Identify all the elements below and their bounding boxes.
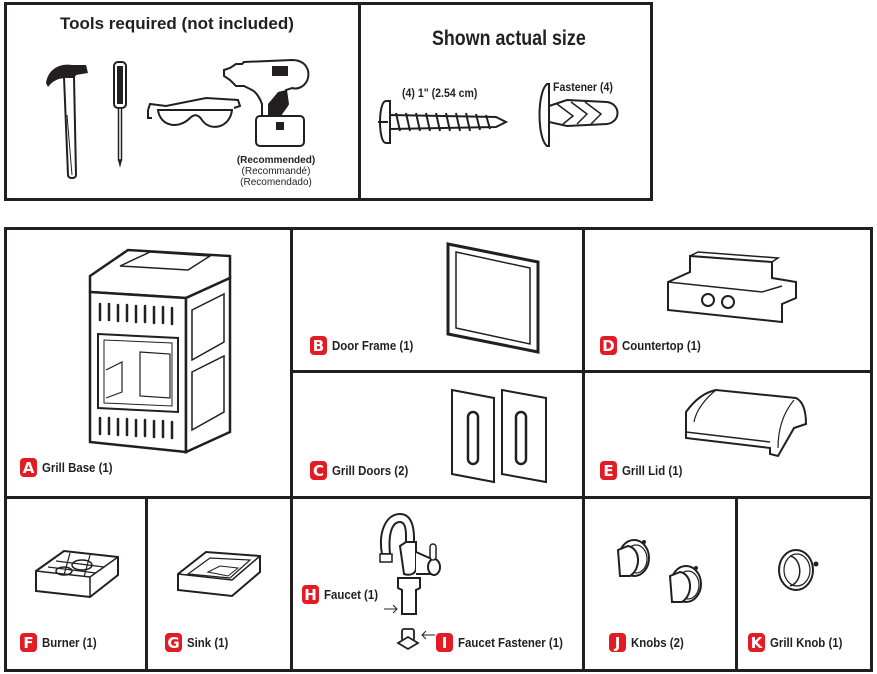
fastener-arrow-icon <box>420 630 436 640</box>
part-label-g: G Sink (1) <box>165 633 234 652</box>
part-badge-i: I <box>436 633 453 652</box>
part-badge-a: A <box>20 458 37 477</box>
actual-size-title: Shown actual size <box>432 27 586 50</box>
part-label-a: A Grill Base (1) <box>20 458 122 477</box>
grill-knob-illustration <box>776 548 819 592</box>
grill-doors-illustration <box>450 388 550 484</box>
sink-illustration <box>176 548 262 598</box>
burner-illustration <box>34 545 120 601</box>
plastic-fastener-icon <box>537 82 625 148</box>
part-label-j: J Knobs (2) <box>609 633 691 652</box>
part-badge-b: B <box>310 336 327 355</box>
safety-glasses-icon <box>146 96 242 136</box>
faucet-fastener-illustration <box>396 627 420 651</box>
drill-note-en: (Recommended) <box>236 155 316 166</box>
part-label-c: C Grill Doors (2) <box>310 461 419 480</box>
grill-base-illustration <box>88 242 233 457</box>
part-badge-g: G <box>165 633 182 652</box>
tools-panel-divider <box>358 2 361 201</box>
drill-note: (Recommended) (Recommandé) (Recomendado) <box>236 155 316 188</box>
grid-divider <box>290 227 293 672</box>
part-badge-f: F <box>20 633 37 652</box>
part-label-d: D Countertop (1) <box>600 336 712 355</box>
screw-label: (4) 1" (2.54 cm) <box>402 86 478 100</box>
part-badge-e: E <box>600 461 617 480</box>
fastener-label: Fastener (4) <box>553 80 613 94</box>
part-label-b: B Door Frame (1) <box>310 336 424 355</box>
grid-divider <box>290 370 873 373</box>
grid-divider <box>735 496 738 672</box>
power-drill-icon <box>222 58 314 148</box>
faucet-arrow-icon <box>383 604 399 614</box>
drill-note-fr: (Recommandé) <box>241 166 311 177</box>
faucet-illustration <box>376 512 446 624</box>
grid-divider <box>4 496 873 499</box>
part-label-e: E Grill Lid (1) <box>600 461 691 480</box>
part-badge-d: D <box>600 336 617 355</box>
door-frame-illustration <box>446 242 541 354</box>
tools-required-title: Tools required (not included) <box>60 14 294 33</box>
part-badge-c: C <box>310 461 327 480</box>
part-badge-k: K <box>748 633 765 652</box>
part-badge-j: J <box>609 633 626 652</box>
screwdriver-icon <box>110 60 130 168</box>
hammer-icon <box>46 64 88 185</box>
knobs-illustration <box>614 538 704 610</box>
grid-divider <box>582 227 585 672</box>
part-badge-h: H <box>302 585 319 604</box>
part-label-h: H Faucet (1) <box>302 585 385 604</box>
screw-icon <box>378 99 510 145</box>
countertop-illustration <box>666 252 804 324</box>
grid-divider <box>145 496 148 672</box>
drill-note-es: (Recomendado) <box>240 177 312 188</box>
grill-lid-illustration <box>676 388 810 458</box>
part-label-f: F Burner (1) <box>20 633 104 652</box>
part-label-i: I Faucet Fastener (1) <box>436 633 577 652</box>
part-label-k: K Grill Knob (1) <box>748 633 852 652</box>
